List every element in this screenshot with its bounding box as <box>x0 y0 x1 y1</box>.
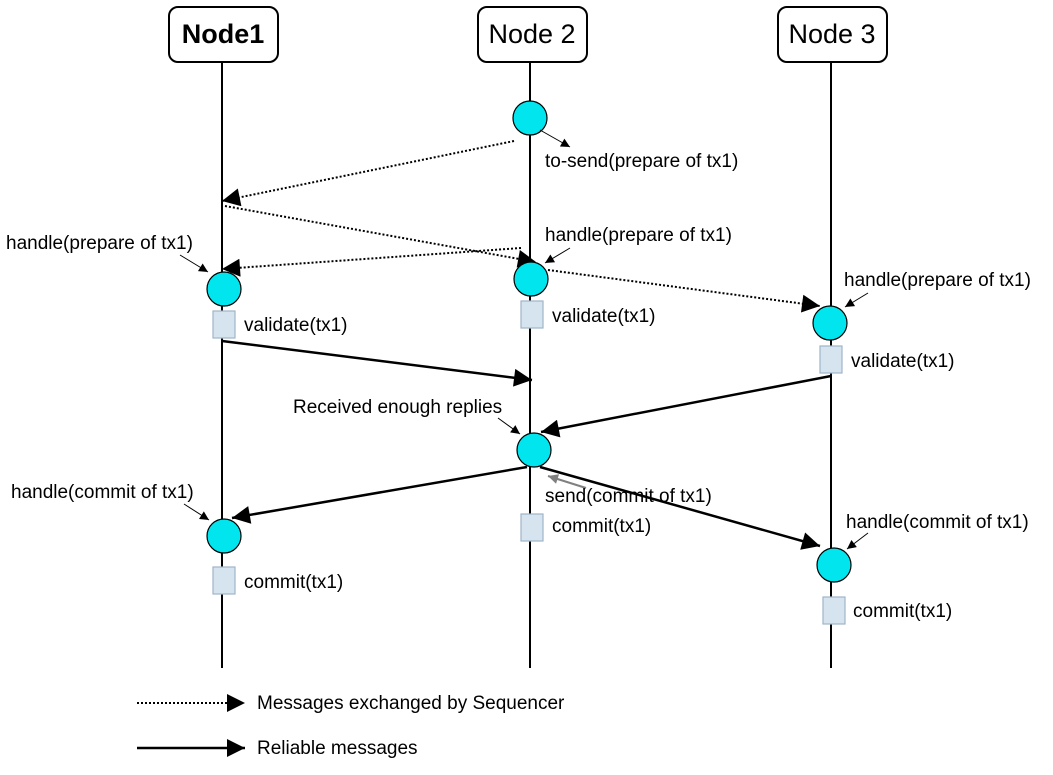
node-header-node1: Node1 <box>168 6 279 63</box>
pointer-node2-handle-prepare <box>544 247 571 264</box>
legend-sequencer-label: Messages exchanged by Sequencer <box>257 693 565 714</box>
label-node3-handle-prepare: handle(prepare of tx1) <box>844 270 1031 291</box>
label-node3-commit: commit(tx1) <box>853 601 952 622</box>
node1-title: Node1 <box>182 19 265 49</box>
sequencer-msg-node2-to-node1 <box>221 140 515 207</box>
event-node2-send-prepare <box>512 100 548 136</box>
label-send-commit: send(commit of tx1) <box>545 486 712 507</box>
event-node3-handle-prepare <box>812 305 848 341</box>
event-node3-handle-commit <box>816 547 852 583</box>
action-node3-validate <box>819 345 843 374</box>
action-node1-validate <box>212 310 236 339</box>
action-node2-commit <box>520 513 544 542</box>
reliable-msg-node3-to-node2 <box>540 374 832 438</box>
legend: Messages exchanged by Sequencer Reliable… <box>137 693 565 759</box>
sequencer-msg-node1-to-node2 <box>224 205 537 268</box>
pointer-node3-handle-prepare <box>844 292 869 308</box>
action-node2-validate <box>520 300 544 329</box>
label-node1-commit: commit(tx1) <box>244 572 343 593</box>
label-node3-handle-commit: handle(commit of tx1) <box>846 512 1029 533</box>
label-node3-validate: validate(tx1) <box>851 351 955 372</box>
action-node1-commit <box>212 566 236 595</box>
pointer-node1-handle-commit <box>183 503 210 521</box>
label-node1-handle-prepare: handle(prepare of tx1) <box>6 233 193 254</box>
pointer-send-commit <box>547 474 587 489</box>
reliable-msg-node2-to-node3 <box>539 465 821 550</box>
sequencer-msg-node2-to-node3 <box>547 269 821 313</box>
event-node2-handle-prepare <box>513 261 549 297</box>
label-received-enough-replies: Received enough replies <box>293 397 502 418</box>
reliable-msg-node1-to-node2 <box>221 339 533 387</box>
label-to-send-prepare: to-send(prepare of tx1) <box>545 151 738 172</box>
label-node1-handle-commit: handle(commit of tx1) <box>11 482 194 503</box>
pointer-node1-handle-prepare <box>179 254 209 273</box>
legend-reliable-label: Reliable messages <box>257 738 418 759</box>
event-node1-handle-prepare <box>206 271 242 307</box>
event-node1-handle-commit <box>206 518 242 554</box>
pointer-to-send <box>539 129 571 148</box>
node-header-node3: Node 3 <box>777 6 888 63</box>
pointer-received-replies <box>497 417 521 435</box>
action-node3-commit <box>822 596 846 625</box>
node3-title: Node 3 <box>788 19 875 49</box>
pointer-node3-handle-commit <box>846 532 869 550</box>
label-node1-validate: validate(tx1) <box>244 315 348 336</box>
reliable-msg-node2-to-node1 <box>231 465 528 524</box>
node2-title: Node 2 <box>488 19 575 49</box>
label-node2-validate: validate(tx1) <box>552 306 656 327</box>
label-node2-handle-prepare: handle(prepare of tx1) <box>545 225 732 246</box>
sequencer-msg-node2-to-node1-handle <box>221 247 522 277</box>
label-node2-commit: commit(tx1) <box>552 516 651 537</box>
node-header-node2: Node 2 <box>477 6 588 63</box>
event-node2-received-replies <box>516 432 552 468</box>
